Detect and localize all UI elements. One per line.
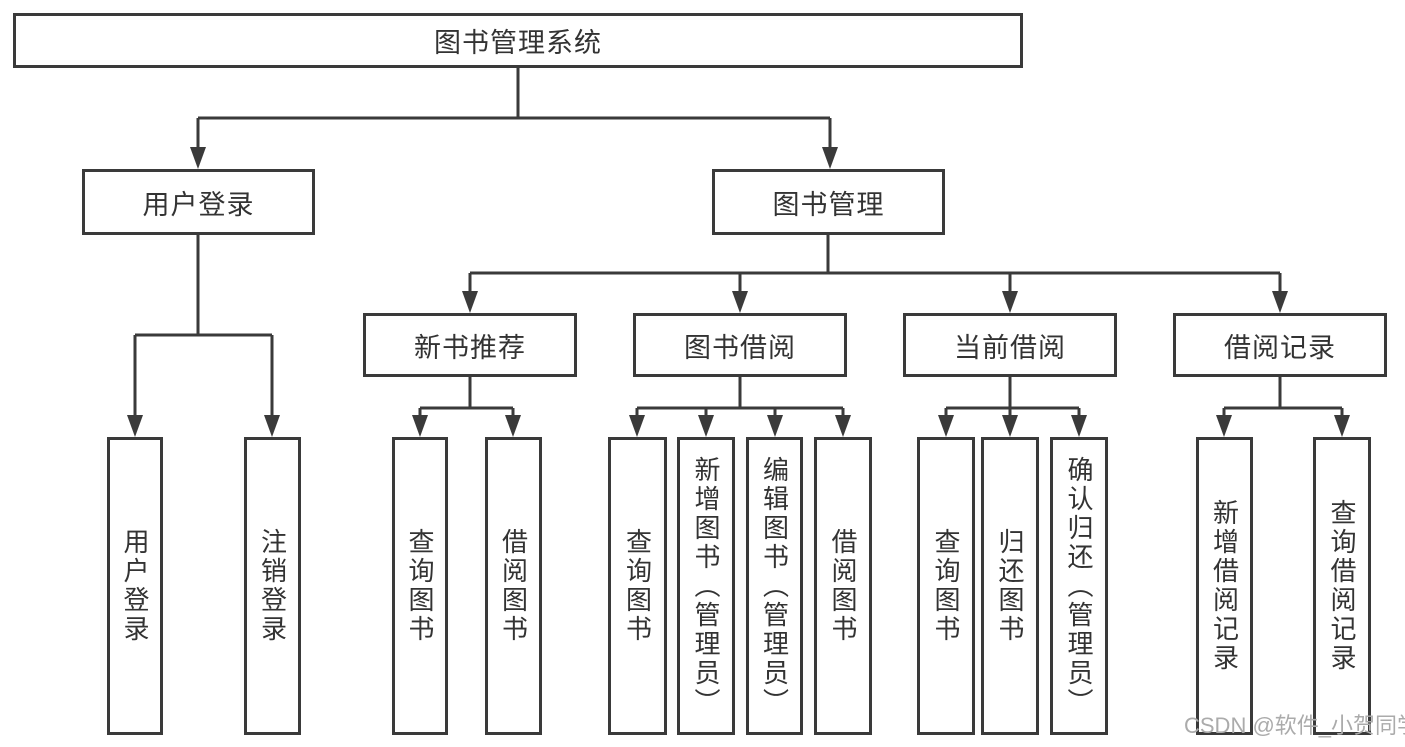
- leaf-query-books-borrowing: 查询图书: [608, 437, 667, 735]
- leaf-query-books-borrowing-label: 查询图书: [622, 528, 653, 644]
- node-new-book-recommend: 新书推荐: [363, 313, 577, 377]
- leaf-edit-books-admin-label: 编辑图书（管理员）: [759, 455, 790, 717]
- leaf-query-books-current: 查询图书: [917, 437, 975, 735]
- leaf-user-login: 用户登录: [107, 437, 163, 735]
- node-current-borrowing: 当前借阅: [903, 313, 1117, 377]
- node-borrowing-records-label: 借阅记录: [1224, 332, 1336, 363]
- leaf-confirm-return-admin-label: 确认归还（管理员）: [1064, 455, 1094, 717]
- leaf-confirm-return-admin: 确认归还（管理员）: [1050, 437, 1108, 735]
- leaf-add-books-admin: 新增图书（管理员）: [677, 437, 735, 735]
- leaf-borrow-books-recommend-label: 借阅图书: [498, 528, 529, 644]
- leaf-edit-books-admin: 编辑图书（管理员）: [746, 437, 803, 735]
- node-book-management: 图书管理: [712, 169, 945, 235]
- leaf-query-books-recommend: 查询图书: [392, 437, 448, 735]
- node-book-borrowing-label: 图书借阅: [684, 332, 796, 363]
- leaf-return-books: 归还图书: [981, 437, 1039, 735]
- node-root-label: 图书管理系统: [434, 28, 602, 58]
- node-user-login-label: 用户登录: [142, 189, 255, 220]
- leaf-borrow-books-borrowing-label: 借阅图书: [828, 528, 858, 644]
- leaf-query-borrow-record-label: 查询借阅记录: [1327, 499, 1357, 673]
- leaf-query-borrow-record: 查询借阅记录: [1313, 437, 1371, 735]
- leaf-logout: 注销登录: [244, 437, 301, 735]
- leaf-query-books-current-label: 查询图书: [931, 528, 961, 644]
- node-new-book-recommend-label: 新书推荐: [414, 332, 526, 363]
- leaf-return-books-label: 归还图书: [995, 528, 1025, 644]
- leaf-add-borrow-record-label: 新增借阅记录: [1209, 499, 1240, 673]
- node-book-management-label: 图书管理: [772, 189, 885, 220]
- node-user-login: 用户登录: [82, 169, 315, 235]
- node-current-borrowing-label: 当前借阅: [954, 332, 1066, 363]
- node-borrowing-records: 借阅记录: [1173, 313, 1387, 377]
- leaf-user-login-label: 用户登录: [120, 528, 150, 644]
- leaf-borrow-books-borrowing: 借阅图书: [814, 437, 872, 735]
- node-root: 图书管理系统: [13, 13, 1023, 68]
- csdn-watermark: CSDN @软件_小贺同学: [1184, 713, 1405, 738]
- leaf-add-borrow-record: 新增借阅记录: [1196, 437, 1253, 735]
- leaf-logout-label: 注销登录: [257, 528, 288, 644]
- leaf-query-books-recommend-label: 查询图书: [405, 528, 435, 644]
- node-book-borrowing: 图书借阅: [633, 313, 847, 377]
- leaf-borrow-books-recommend: 借阅图书: [485, 437, 542, 735]
- leaf-add-books-admin-label: 新增图书（管理员）: [691, 455, 721, 717]
